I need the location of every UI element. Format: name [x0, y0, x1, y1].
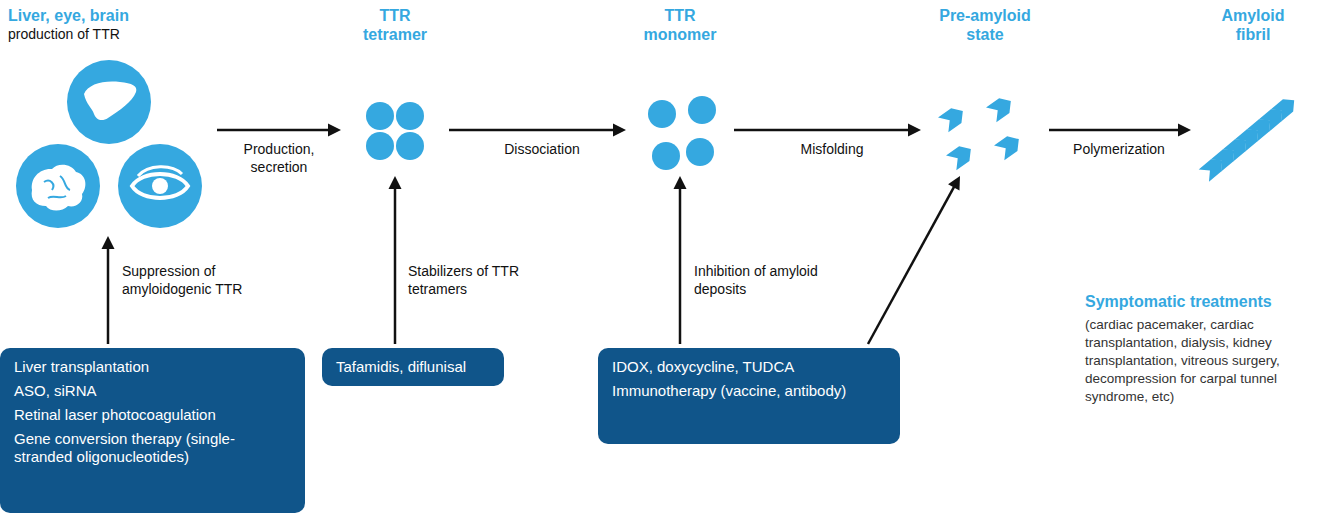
edge-label: Polymerization [1052, 140, 1186, 158]
treatment-text: Immunotherapy (vaccine, antibody) [612, 382, 886, 400]
organ-group: Liver, eye, brainproduction of TTR [8, 6, 213, 232]
treatment-box: Tafamidis, diflunisal [322, 348, 504, 386]
flow-arrow [217, 124, 341, 137]
edge-label: Misfolding [770, 140, 894, 158]
edge-label: Stabilizers of TTR tetramers [406, 262, 550, 298]
treatment-box: IDOX, doxycycline, TUDCA Immunotherapy (v… [598, 348, 900, 444]
flow-arrow [734, 124, 921, 137]
node-text: production of TTR [8, 25, 213, 43]
treatment-text: Tafamidis, diflunisal [336, 358, 490, 376]
stage-node: TTR monomer [630, 6, 730, 172]
symptomatic-block: Symptomatic treatments (cardiac pacemaker… [1085, 292, 1311, 412]
edge-label: Suppression of amyloidogenic TTR [120, 262, 274, 298]
edge-label: Inhibition of amyloid deposits [692, 262, 836, 298]
treatment-text: IDOX, doxycycline, TUDCA [612, 358, 886, 376]
node-heading: TTR tetramer [355, 6, 435, 44]
flow-arrow [674, 176, 687, 344]
node-heading: Pre-amyloid state [938, 6, 1033, 44]
stage-node: Pre-amyloid state [925, 6, 1045, 172]
flow-arrow [868, 176, 960, 344]
flow-arrow [449, 124, 626, 137]
node-heading: TTR monomer [640, 6, 720, 44]
stage-node: TTR tetramer [345, 6, 445, 172]
treatment-box: Liver transplantationASO, siRNA Retinal l… [0, 348, 305, 513]
node-heading: Liver, eye, brain [8, 6, 213, 25]
treatment-text: Gene conversion therapy (single-stranded… [14, 430, 291, 466]
flow-arrow [102, 236, 115, 344]
stage-node: Amyloid fibril [1195, 6, 1311, 172]
edge-label: Dissociation [480, 140, 604, 158]
node-heading: Amyloid fibril [1213, 6, 1293, 44]
node-heading: Symptomatic treatments [1085, 292, 1311, 312]
flow-arrow [389, 176, 402, 344]
treatment-text: Liver transplantation [14, 358, 291, 376]
edge-label: Production, secretion [222, 140, 336, 176]
flow-arrow [1049, 124, 1191, 137]
treatment-text: Retinal laser photocoagulation [14, 406, 291, 424]
treatment-text: ASO, siRNA [14, 382, 291, 400]
node-text: (cardiac pacemaker, cardiac transplantat… [1085, 316, 1311, 406]
